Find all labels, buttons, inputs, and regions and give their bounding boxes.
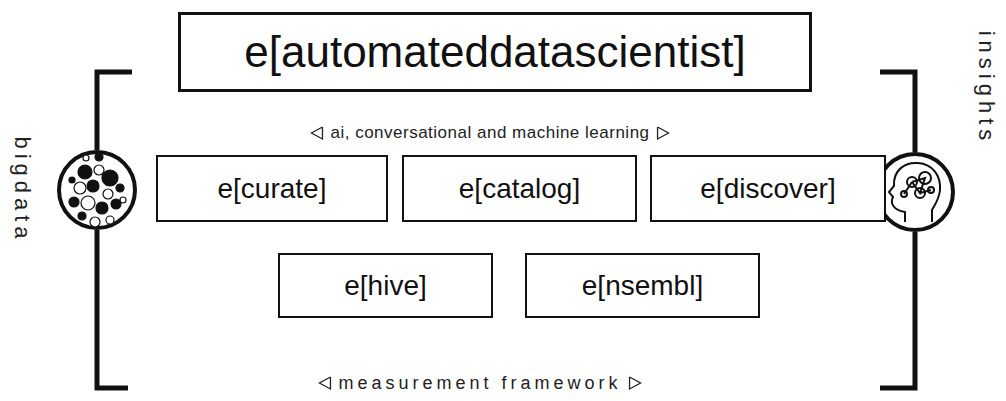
module-label: e[discover]	[700, 173, 835, 205]
module-box: e[nsembl]	[525, 253, 760, 318]
bubble	[116, 184, 124, 192]
title-text: e[automateddatascientist]	[244, 27, 745, 77]
left-bracket	[97, 72, 132, 150]
head-links	[904, 178, 931, 194]
module-box: e[catalog]	[402, 155, 637, 222]
module-box: e[discover]	[650, 155, 886, 222]
module-box: e[curate]	[156, 155, 388, 222]
bubble	[69, 197, 79, 207]
head-icon	[889, 163, 940, 222]
bubble	[106, 216, 114, 224]
bubble	[103, 189, 113, 199]
bracket-triangle	[630, 377, 641, 389]
head-outline	[889, 163, 940, 222]
bubble	[78, 212, 86, 220]
module-label: e[catalog]	[459, 173, 580, 205]
bubble	[83, 155, 89, 161]
title-box: e[automateddatascientist]	[178, 12, 812, 92]
bubble	[69, 177, 75, 183]
insights-circle	[877, 154, 953, 230]
bracket-triangle	[319, 377, 330, 389]
bubble	[87, 180, 99, 192]
bubble-cluster	[69, 153, 126, 227]
bracket-triangle	[311, 127, 322, 139]
bubble	[94, 165, 104, 175]
side-label: insights	[973, 31, 999, 146]
bubble	[74, 182, 86, 194]
right-bracket	[880, 232, 915, 388]
bubble	[96, 202, 108, 214]
module-label: e[curate]	[218, 173, 327, 205]
bubble	[102, 170, 118, 186]
module-box: e[hive]	[278, 253, 493, 318]
bubble	[120, 197, 126, 203]
bubble	[95, 153, 103, 161]
module-label: e[nsembl]	[582, 270, 703, 302]
right-bracket	[880, 72, 915, 152]
bracket-triangle	[658, 127, 669, 139]
bubble	[81, 196, 95, 210]
caption-label: ai, conversational and machine learning	[330, 123, 649, 143]
bubble	[78, 165, 92, 179]
bubble	[90, 217, 100, 227]
left-bracket	[97, 230, 128, 388]
caption-label: measurement framework	[338, 373, 621, 394]
module-label: e[hive]	[344, 270, 427, 302]
side-label: bigdata	[9, 136, 35, 243]
bigdata-circle	[59, 152, 135, 228]
